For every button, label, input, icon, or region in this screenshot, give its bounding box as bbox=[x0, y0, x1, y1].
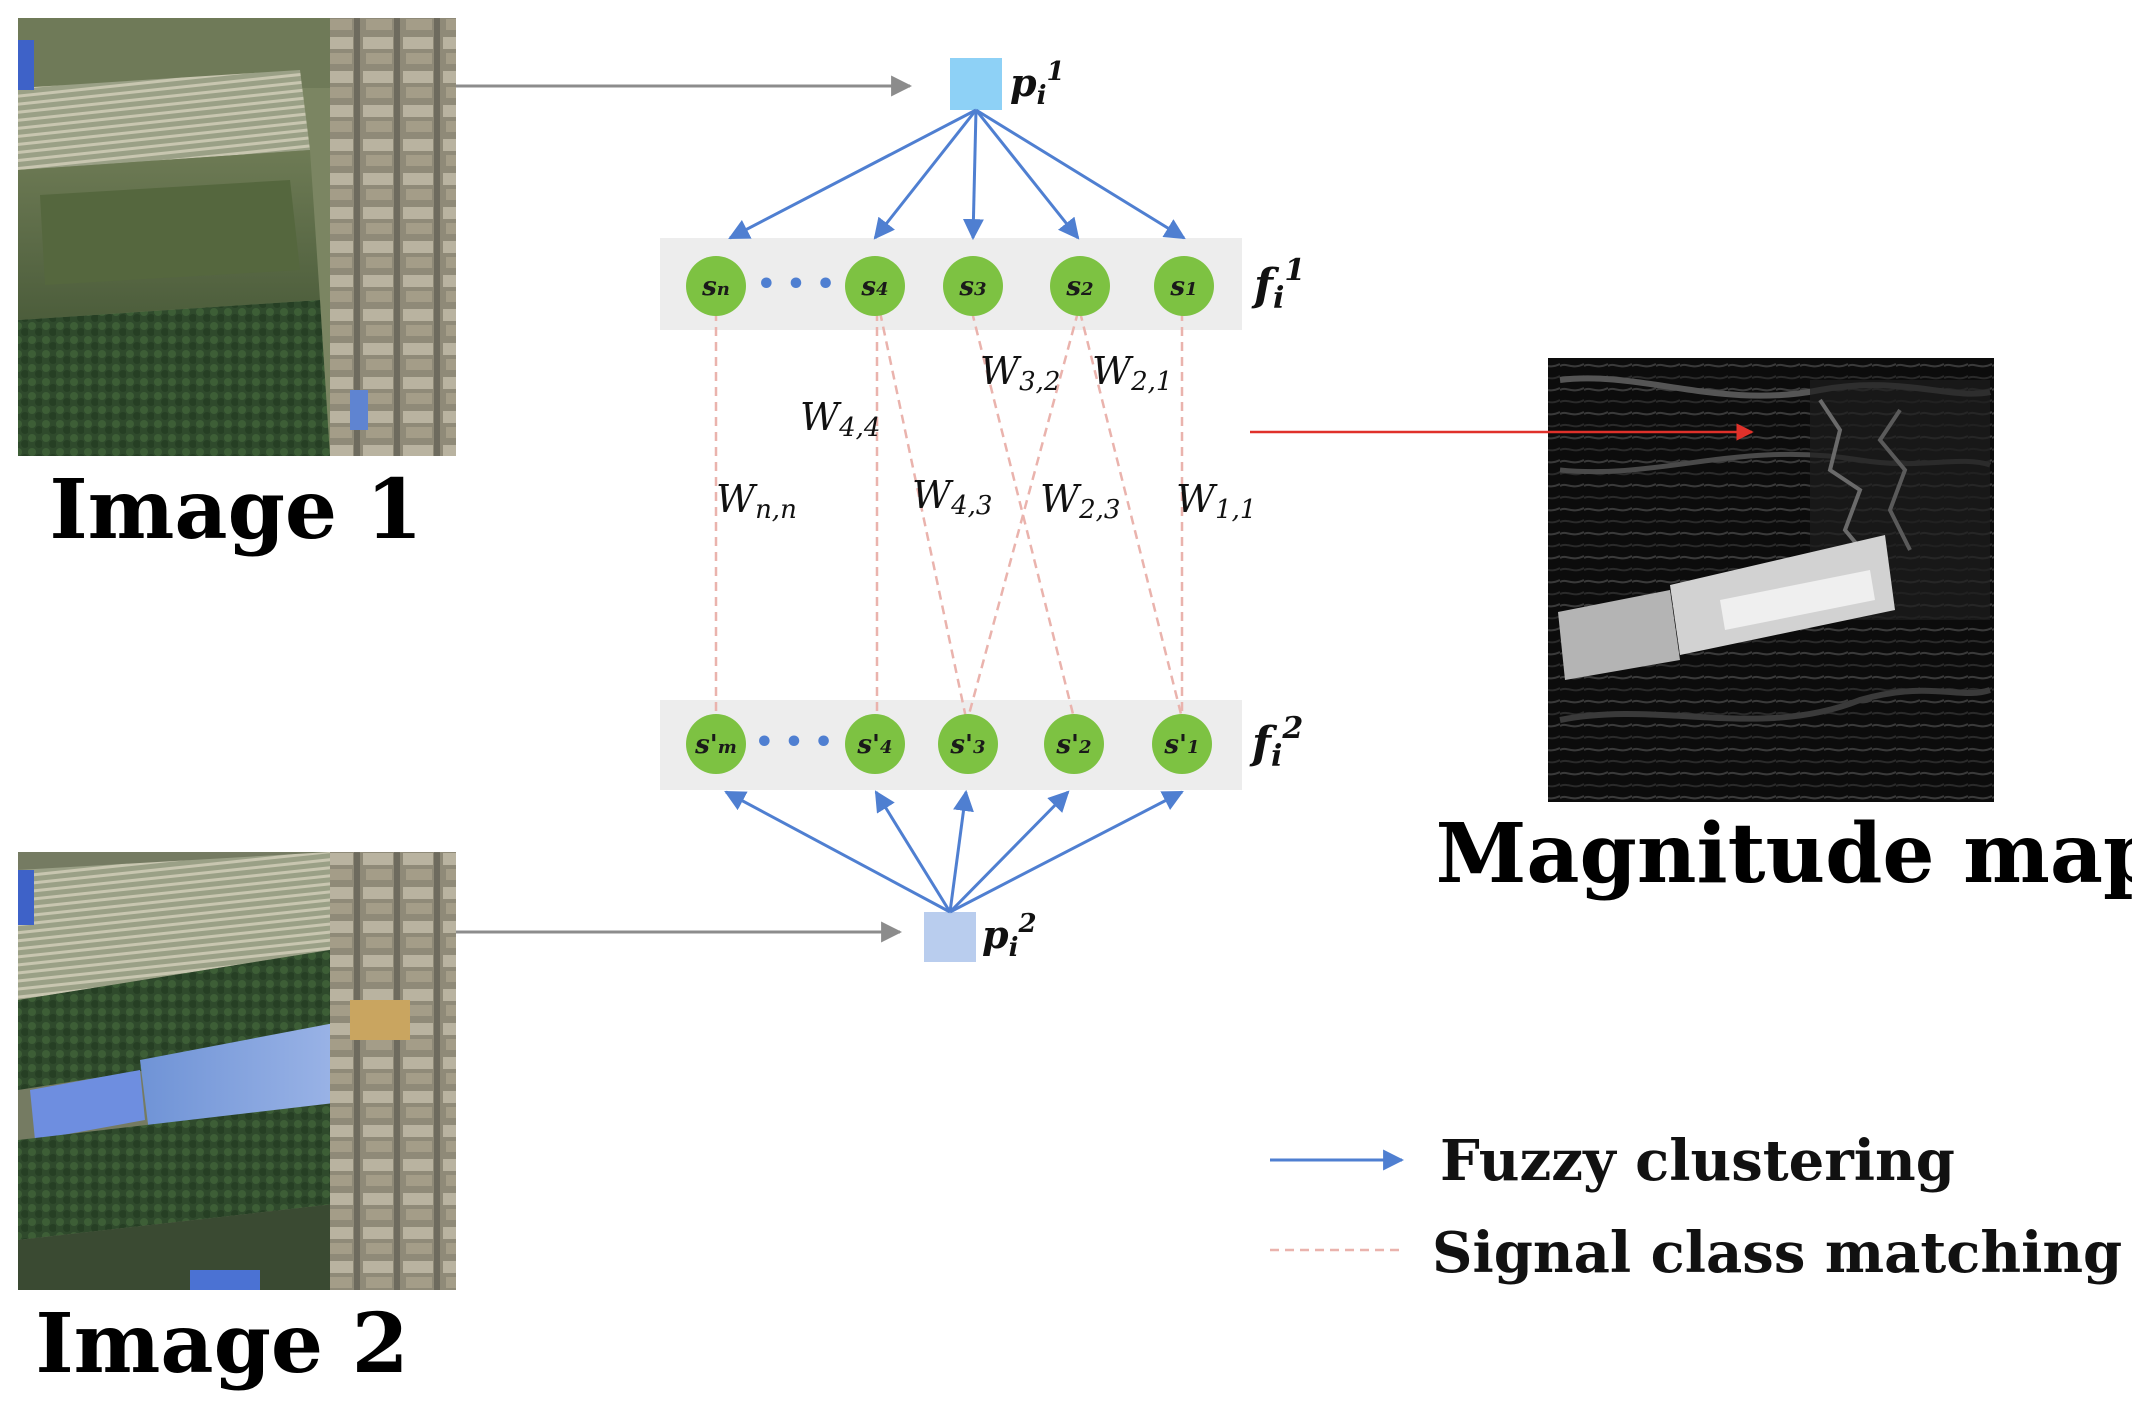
matching-lines bbox=[714, 311, 1184, 719]
svg-text:s'4: s'4 bbox=[856, 730, 892, 760]
top-node-s1: s1 bbox=[1154, 256, 1214, 316]
svg-text:s3: s3 bbox=[958, 272, 986, 302]
bottom-node-s1: s'1 bbox=[1152, 714, 1212, 774]
weight-label-32: W3,2 bbox=[980, 349, 1060, 397]
fuzzy-arrows-top bbox=[728, 108, 1186, 241]
svg-text:s4: s4 bbox=[860, 272, 888, 302]
bottom-pixel-square bbox=[924, 912, 976, 962]
svg-text:s'1: s'1 bbox=[1163, 730, 1199, 760]
weight-label-11: W1,1 bbox=[1176, 477, 1256, 525]
image-2-caption: Image 2 bbox=[35, 1296, 408, 1392]
weight-label-23: W2,3 bbox=[1040, 477, 1120, 525]
legend: Fuzzy clustering Signal class matching bbox=[1270, 1128, 2122, 1286]
svg-text:sn: sn bbox=[701, 272, 730, 302]
weight-label-43: W4,3 bbox=[912, 473, 992, 521]
image-1-satellite bbox=[18, 18, 456, 456]
magnitude-map-caption: Magnitude map bbox=[1436, 806, 2132, 902]
top-pixel-square bbox=[950, 58, 1002, 110]
top-nodes: sn • • • s4 s3 s2 s1 bbox=[686, 256, 1214, 316]
image-1-caption: Image 1 bbox=[49, 462, 422, 558]
weight-label-21: W2,1 bbox=[1092, 349, 1172, 397]
bottom-pixel-label: pi2 bbox=[982, 909, 1037, 963]
top-pixel-label: pi1 bbox=[1010, 57, 1065, 111]
magnitude-map-image bbox=[1548, 358, 1994, 802]
top-node-s3: s3 bbox=[943, 256, 1003, 316]
svg-text:s'm: s'm bbox=[694, 730, 737, 760]
bottom-node-s3: s'3 bbox=[938, 714, 998, 774]
top-node-sn: sn bbox=[686, 256, 746, 316]
bottom-node-s4: s'4 bbox=[845, 714, 905, 774]
weight-label-nn: Wn,n bbox=[716, 477, 797, 525]
bottom-node-s2: s'2 bbox=[1044, 714, 1104, 774]
legend-matching-label: Signal class matching bbox=[1432, 1220, 2122, 1286]
svg-text:s2: s2 bbox=[1065, 272, 1093, 302]
svg-text:s'2: s'2 bbox=[1055, 730, 1091, 760]
image-2-satellite bbox=[18, 852, 456, 1290]
top-node-s2: s2 bbox=[1050, 256, 1110, 316]
top-ellipsis: • • • bbox=[757, 267, 835, 302]
weight-label-44: W4,4 bbox=[800, 395, 880, 443]
top-layer-label: fi1 bbox=[1251, 253, 1305, 316]
svg-text:s'3: s'3 bbox=[949, 730, 985, 760]
bottom-nodes: s'm • • • s'4 s'3 s'2 s'1 bbox=[686, 714, 1212, 774]
top-node-s4: s4 bbox=[845, 256, 905, 316]
svg-text:s1: s1 bbox=[1169, 272, 1197, 302]
bottom-layer-label: fi2 bbox=[1249, 711, 1303, 774]
legend-fuzzy-label: Fuzzy clustering bbox=[1440, 1128, 1955, 1194]
bottom-ellipsis: • • • bbox=[755, 725, 833, 760]
bottom-node-sm: s'm bbox=[686, 714, 746, 774]
fuzzy-arrows-bottom bbox=[724, 789, 1184, 914]
